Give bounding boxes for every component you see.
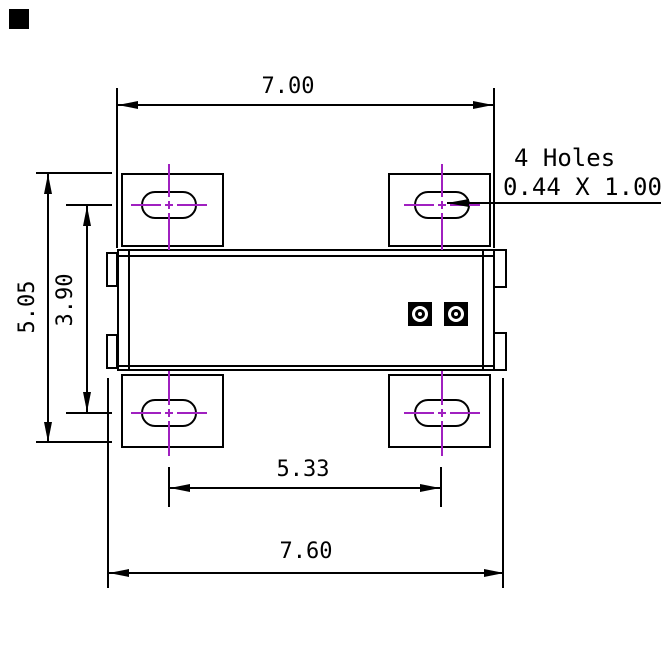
dim-line-390 bbox=[86, 206, 88, 412]
dim-line-505 bbox=[47, 174, 49, 442]
body-top-inner-line bbox=[117, 255, 495, 257]
ext-line-760-left bbox=[107, 378, 109, 588]
body-bottom-inner-line bbox=[117, 365, 495, 367]
centerline-h-bottom-left bbox=[177, 412, 207, 414]
centerline-v-top-left bbox=[168, 164, 170, 197]
centerline-h-top-left bbox=[131, 204, 161, 206]
body-right-inner-line bbox=[482, 249, 484, 371]
ext-line-533-left bbox=[168, 467, 170, 507]
connector-ring-inner bbox=[451, 309, 461, 319]
ext-line-700-right bbox=[493, 88, 495, 248]
centerline-h-bottom-left bbox=[165, 412, 173, 414]
arrowhead-533-left bbox=[170, 484, 190, 492]
ext-line-390-top bbox=[66, 204, 112, 206]
mounting-tab-top-right bbox=[388, 173, 491, 247]
arrowhead-700-right bbox=[473, 101, 493, 109]
note-holes-line1: 4 Holes bbox=[514, 144, 616, 172]
side-lug-right-top bbox=[493, 249, 507, 288]
centerline-v-bottom-left bbox=[168, 371, 170, 405]
connector-ring-inner bbox=[415, 309, 425, 319]
arrowhead-390-top bbox=[83, 206, 91, 226]
body-outline bbox=[117, 249, 495, 371]
centerline-h-top-left bbox=[165, 204, 173, 206]
centerline-h-top-left bbox=[177, 204, 207, 206]
arrowhead-760-right bbox=[484, 569, 504, 577]
centerline-v-bottom-left bbox=[168, 421, 170, 456]
dim-label-760: 7.60 bbox=[279, 539, 333, 564]
centerline-v-top-right bbox=[441, 213, 443, 250]
arrowhead-533-right bbox=[420, 484, 440, 492]
centerline-v-top-right bbox=[441, 164, 443, 197]
ext-line-390-bottom bbox=[66, 412, 112, 414]
side-lug-left-bottom bbox=[106, 334, 118, 369]
dim-label-700: 7.00 bbox=[261, 74, 315, 99]
body-left-inner-line bbox=[128, 249, 130, 371]
connector-right bbox=[444, 302, 468, 326]
centerline-h-top-right bbox=[404, 204, 434, 206]
side-lug-left-top bbox=[106, 252, 118, 287]
connector-pin bbox=[418, 312, 422, 316]
dim-line-700 bbox=[118, 104, 493, 106]
centerline-h-bottom-right bbox=[450, 412, 480, 414]
centerline-v-bottom-right bbox=[441, 421, 443, 456]
connector-ring-outer bbox=[412, 306, 428, 322]
centerline-v-bottom-right bbox=[441, 371, 443, 405]
arrowhead-505-bottom bbox=[44, 422, 52, 442]
leader-line-holes bbox=[447, 202, 661, 204]
dim-label-505: 5.05 bbox=[15, 280, 40, 334]
arrowhead-760-left bbox=[109, 569, 129, 577]
ext-line-505-top bbox=[36, 172, 112, 174]
arrowhead-700-left bbox=[118, 101, 138, 109]
arrowhead-505-top bbox=[44, 174, 52, 194]
side-lug-right-bottom bbox=[493, 332, 507, 371]
centerline-h-bottom-left bbox=[131, 412, 161, 414]
corner-marker bbox=[9, 9, 29, 29]
note-holes-line2: 0.44 X 1.00 bbox=[503, 173, 662, 201]
ext-line-760-right bbox=[502, 378, 504, 588]
ext-line-700-left bbox=[116, 88, 118, 248]
dim-line-760 bbox=[109, 572, 504, 574]
dim-label-533: 5.33 bbox=[276, 457, 330, 482]
leader-arrowhead bbox=[447, 199, 469, 207]
dim-line-533 bbox=[170, 487, 442, 489]
connector-pin bbox=[454, 312, 458, 316]
centerline-h-bottom-right bbox=[438, 412, 446, 414]
connector-ring-outer bbox=[448, 306, 464, 322]
arrowhead-390-bottom bbox=[83, 392, 91, 412]
ext-line-505-bottom bbox=[36, 441, 112, 443]
centerline-h-top-right bbox=[438, 204, 446, 206]
centerline-h-bottom-right bbox=[404, 412, 434, 414]
dim-label-390: 3.90 bbox=[53, 273, 78, 327]
connector-left bbox=[408, 302, 432, 326]
centerline-v-top-left bbox=[168, 213, 170, 250]
